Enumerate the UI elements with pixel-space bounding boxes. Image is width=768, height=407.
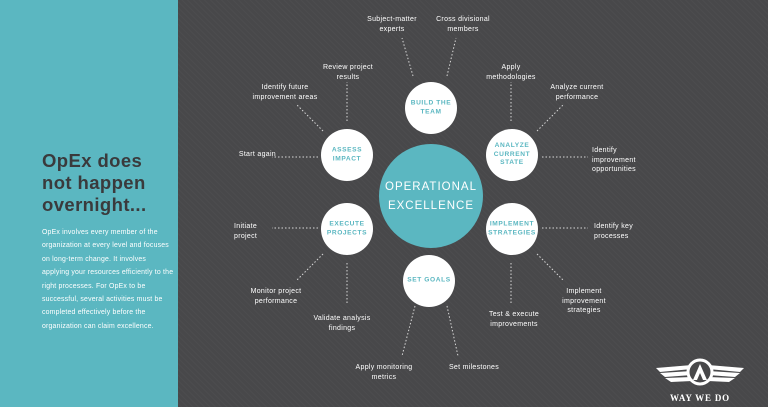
node-execute-circle bbox=[321, 203, 373, 255]
node-set-goals-label: SET GOALS bbox=[407, 276, 451, 284]
center-label: OPERATIONAL EXCELLENCE bbox=[385, 181, 477, 212]
activity-review-project-results: Review project results bbox=[322, 64, 374, 81]
node-assess-label: ASSESS IMPACT bbox=[331, 146, 363, 162]
node-set-goals-circle bbox=[403, 255, 455, 307]
node-implement-circle bbox=[486, 203, 538, 255]
activity-start-again: Start again bbox=[238, 151, 276, 158]
left-panel: OpEx does not happen overnight... OpEx i… bbox=[0, 0, 178, 407]
headline: OpEx does not happen overnight... bbox=[42, 150, 147, 215]
activity-implement-improvement-strategies: Implement improvement strategies bbox=[562, 288, 606, 314]
activity-monitor-project-performance: Monitor project performance bbox=[250, 288, 302, 305]
activity-apply-methodologies: Apply methodologies bbox=[486, 64, 536, 81]
logo-text: WAY WE DO bbox=[670, 393, 730, 403]
way-we-do-logo-icon bbox=[656, 358, 744, 386]
activity-identify-improvement-opportunities: Identify improvement opportunities bbox=[592, 147, 636, 173]
intro-paragraph: OpEx involves every member of the organi… bbox=[42, 229, 174, 330]
activity-initiate-project: Initiate project bbox=[234, 223, 258, 240]
activity-apply-monitoring-metrics: Apply monitoring metrics bbox=[355, 364, 413, 381]
activity-identify-key-processes: Identify key processes bbox=[594, 223, 634, 240]
activity-cross-divisional-members: Cross divisional members bbox=[436, 16, 490, 33]
node-implement-label: IMPLEMENT STRATEGIES bbox=[488, 220, 536, 236]
activity-test-execute-improvements: Test & execute improvements bbox=[488, 311, 540, 328]
activity-set-milestones: Set milestones bbox=[448, 364, 500, 371]
node-build-team-circle bbox=[405, 82, 457, 134]
activity-identify-future-improvement-areas: Identify future improvement areas bbox=[252, 84, 318, 101]
center-circle bbox=[379, 144, 483, 248]
node-execute-label: EXECUTE PROJECTS bbox=[326, 220, 368, 236]
node-analyze-circle bbox=[486, 129, 538, 181]
node-assess-circle bbox=[321, 129, 373, 181]
node-build-team-label: BUILD THE TEAM bbox=[410, 99, 452, 115]
activity-validate-analysis-findings: Validate analysis findings bbox=[313, 315, 371, 332]
connector-lines bbox=[272, 37, 588, 357]
activity-analyze-current-performance: Analyze current performance bbox=[550, 84, 604, 101]
node-analyze-label: ANALYZE CURRENT STATE bbox=[493, 142, 531, 167]
activity-subject-matter-experts: Subject-matter experts bbox=[367, 16, 417, 33]
